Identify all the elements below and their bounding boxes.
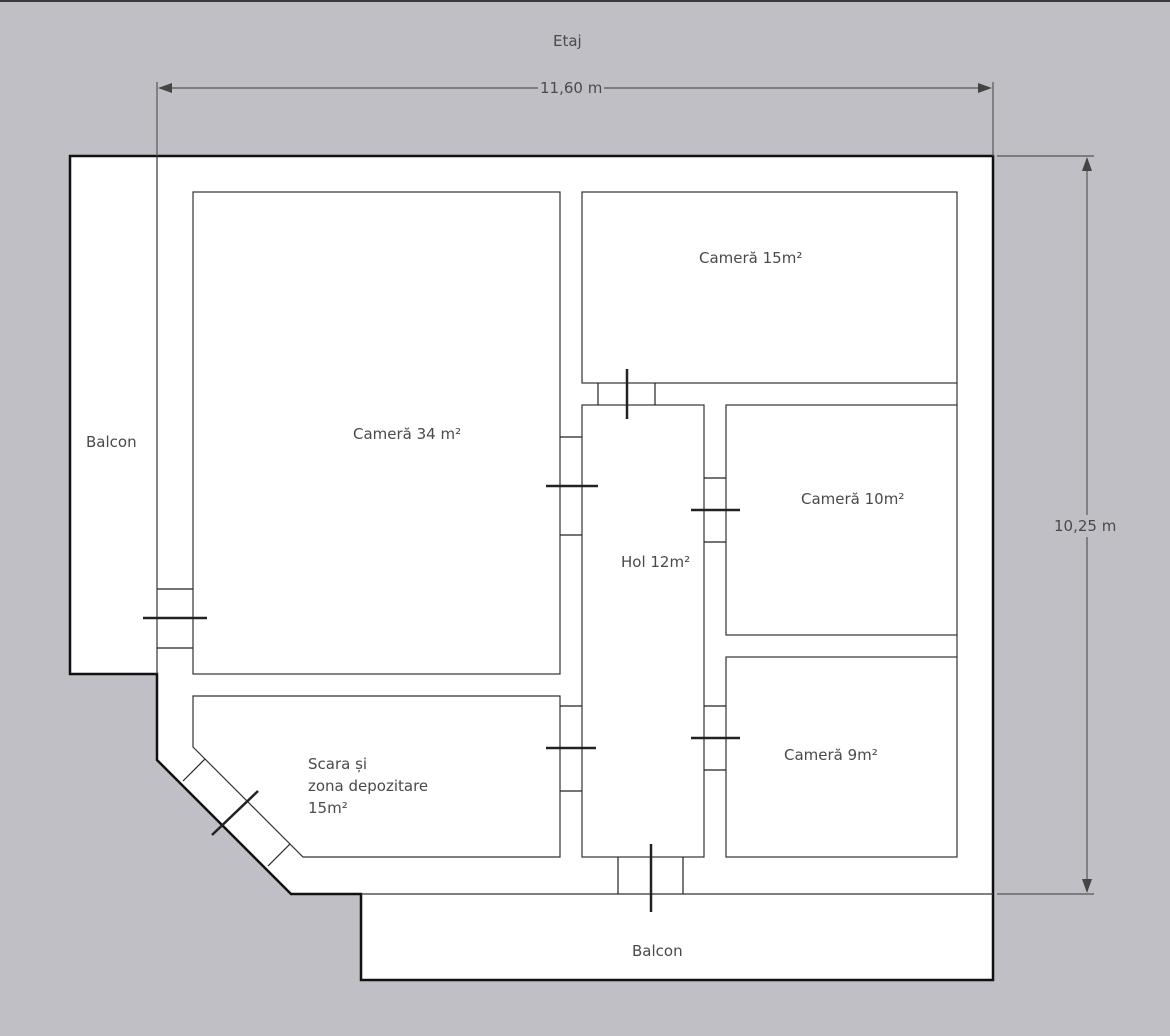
floor-title: Etaj (553, 32, 582, 50)
room-label-camera-9: Cameră 9m² (784, 746, 878, 764)
room-label-hol: Hol 12m² (621, 553, 691, 571)
height-dimension-label: 10,25 m (1052, 515, 1119, 537)
doors (143, 369, 740, 912)
room-camera-10 (725, 404, 958, 636)
room-camera-15 (581, 191, 958, 384)
width-dimension-label: 11,60 m (538, 77, 605, 99)
room-label-balcon-left: Balcon (86, 433, 137, 451)
room-camera-34 (192, 191, 561, 675)
top-border (0, 0, 1170, 2)
room-label-balcon-bottom: Balcon (632, 942, 683, 960)
room-camera-9 (725, 656, 958, 858)
door-icon (617, 844, 684, 912)
door-icon (691, 705, 740, 771)
floor-area (68, 154, 995, 982)
room-scara (192, 695, 561, 858)
door-icon (546, 436, 598, 536)
door-icon (597, 369, 656, 419)
room-label-camera-10: Cameră 10m² (801, 490, 905, 508)
door-icon (143, 588, 207, 649)
room-label-scara: Scara și zona depozitare 15m² (308, 755, 429, 817)
room-label-camera-15: Cameră 15m² (699, 249, 803, 267)
door-icon (691, 477, 740, 543)
room-hol (581, 404, 705, 858)
door-icon (182, 758, 291, 867)
door-icon (546, 705, 596, 792)
room-label-camera-34: Cameră 34 m² (353, 425, 462, 443)
